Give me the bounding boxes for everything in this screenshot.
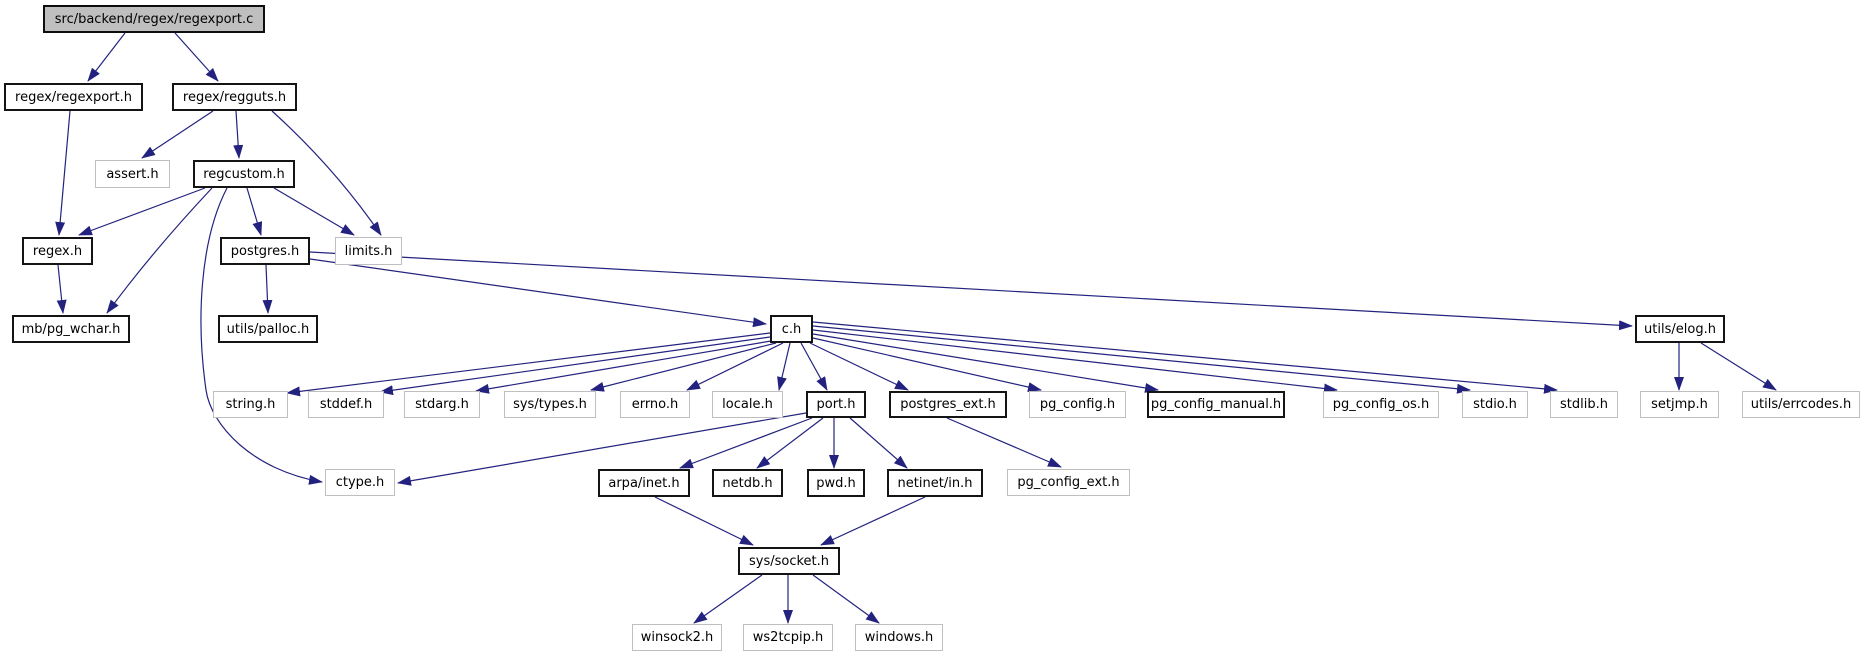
node-port-h[interactable]: port.h xyxy=(806,391,866,418)
node-regcustom-h[interactable]: regcustom.h xyxy=(193,160,295,188)
node-locale-h: locale.h xyxy=(712,391,783,418)
node-arpa-inet-h[interactable]: arpa/inet.h xyxy=(598,469,690,497)
node-mb-pg-wchar-h[interactable]: mb/pg_wchar.h xyxy=(12,315,130,343)
node-postgres-h[interactable]: postgres.h xyxy=(220,237,310,265)
edge-postgres.h-to-c.h xyxy=(309,258,767,328)
edge-regcustom.h-to-mb/pg_wchar.h xyxy=(106,187,213,314)
node-stdarg-h: stdarg.h xyxy=(404,391,480,418)
node-regex-h[interactable]: regex.h xyxy=(22,237,93,265)
edge-regcustom.h-to-ctype.h xyxy=(200,187,323,485)
node-assert-h: assert.h xyxy=(95,160,170,188)
edge-regexport.c-to-regex/regexport.h xyxy=(87,32,126,82)
node-utils-elog-h[interactable]: utils/elog.h xyxy=(1635,315,1725,343)
node-setjmp-h: setjmp.h xyxy=(1640,391,1719,418)
node-regex-regexport-h[interactable]: regex/regexport.h xyxy=(4,83,143,111)
node-utils-palloc-h[interactable]: utils/palloc.h xyxy=(218,315,318,343)
edge-sys/socket.h-to-windows.h xyxy=(812,574,880,624)
edge-regex/regguts.h-to-assert.h xyxy=(141,110,214,159)
edge-c.h-to-port.h xyxy=(800,342,828,391)
node-windows-h: windows.h xyxy=(855,624,943,651)
edge-regex/regguts.h-to-regcustom.h xyxy=(233,110,244,159)
node-pwd-h[interactable]: pwd.h xyxy=(807,469,865,497)
edge-postgres.h-to-utils/palloc.h xyxy=(262,264,273,314)
edge-c.h-to-stdarg.h xyxy=(475,340,772,394)
node-string-h: string.h xyxy=(213,391,288,418)
node-stdlib-h: stdlib.h xyxy=(1550,391,1618,418)
node-netdb-h[interactable]: netdb.h xyxy=(712,469,783,497)
edge-c.h-to-pg_config.h xyxy=(812,337,1042,392)
node-ws2tcpip-h: ws2tcpip.h xyxy=(743,624,833,651)
edge-regex/regexport.h-to-regex.h xyxy=(55,110,71,236)
node-stdio-h: stdio.h xyxy=(1462,391,1528,418)
node-c-h[interactable]: c.h xyxy=(770,315,813,343)
node-pg-config-os-h: pg_config_os.h xyxy=(1323,391,1439,418)
node-sys-types-h: sys/types.h xyxy=(504,391,596,418)
edge-port.h-to-ctype.h xyxy=(397,412,807,486)
edge-utils/elog.h-to-utils/errcodes.h xyxy=(1700,342,1777,391)
edge-c.h-to-postgres_ext.h xyxy=(809,342,909,391)
edge-c.h-to-pg_config_os.h xyxy=(812,329,1338,394)
node-stddef-h: stddef.h xyxy=(308,391,384,418)
node-netinet-in-h[interactable]: netinet/in.h xyxy=(887,469,983,497)
edge-c.h-to-errno.h xyxy=(686,342,784,391)
edge-regex/regguts.h-to-limits.h xyxy=(271,110,382,236)
edge-postgres.h-to-utils/elog.h xyxy=(309,251,1633,331)
node-postgres-ext-h[interactable]: postgres_ext.h xyxy=(889,391,1007,418)
edge-regcustom.h-to-limits.h xyxy=(273,187,355,236)
node-pg-config-ext-h: pg_config_ext.h xyxy=(1007,469,1130,496)
edge-regcustom.h-to-postgres.h xyxy=(246,187,263,236)
node-sys-socket-h[interactable]: sys/socket.h xyxy=(738,547,840,575)
edge-postgres_ext.h-to-pg_config_ext.h xyxy=(946,417,1062,468)
node-winsock2-h: winsock2.h xyxy=(632,624,722,651)
edge-port.h-to-netdb.h xyxy=(756,417,824,469)
node-regexport-c: src/backend/regex/regexport.c xyxy=(43,5,265,33)
node-utils-errcodes-h: utils/errcodes.h xyxy=(1742,391,1860,418)
edge-sys/socket.h-to-winsock2.h xyxy=(693,574,763,624)
node-errno-h: errno.h xyxy=(620,391,690,418)
edge-c.h-to-locale.h xyxy=(777,342,791,391)
edge-regex.h-to-mb/pg_wchar.h xyxy=(56,264,67,314)
edge-c.h-to-string.h xyxy=(286,332,771,397)
edge-c.h-to-stddef.h xyxy=(379,336,771,396)
edge-c.h-to-pg_config_manual.h xyxy=(812,333,1159,393)
node-pg-config-h: pg_config.h xyxy=(1029,391,1126,418)
edge-netinet/in.h-to-sys/socket.h xyxy=(820,496,926,546)
edge-port.h-to-arpa/inet.h xyxy=(679,417,813,469)
edge-c.h-to-stdio.h xyxy=(812,325,1471,394)
edge-port.h-to-netinet/in.h xyxy=(849,417,908,469)
edge-regcustom.h-to-regex.h xyxy=(78,187,206,236)
edge-arpa/inet.h-to-sys/socket.h xyxy=(654,496,754,546)
edge-c.h-to-stdlib.h xyxy=(812,321,1558,394)
edge-regexport.c-to-regex/regguts.h xyxy=(174,32,219,82)
edge-c.h-to-sys/types.h xyxy=(590,342,777,392)
node-regex-regguts-h[interactable]: regex/regguts.h xyxy=(172,83,297,111)
node-limits-h: limits.h xyxy=(335,237,402,265)
node-ctype-h: ctype.h xyxy=(325,469,395,496)
node-pg-config-manual-h[interactable]: pg_config_manual.h xyxy=(1147,391,1285,418)
